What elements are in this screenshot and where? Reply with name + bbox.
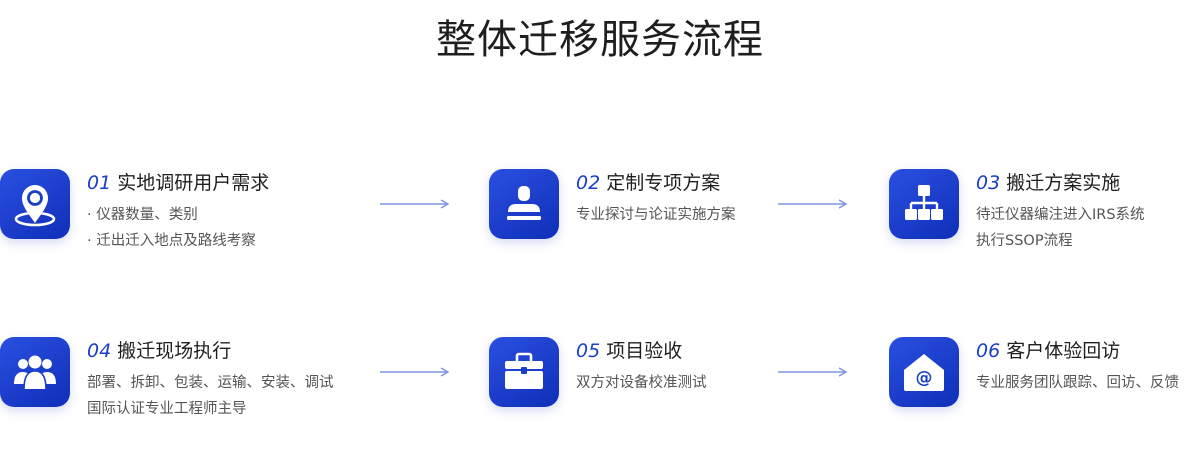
step-description: · 仪器数量、类别 · 迁出迁入地点及路线考察 bbox=[87, 202, 256, 254]
step-desc-line: 专业服务团队跟踪、回访、反馈 bbox=[976, 375, 1179, 391]
page-title: 整体迁移服务流程 bbox=[436, 17, 764, 63]
step-number: 06 bbox=[976, 340, 1001, 362]
step-title: 搬迁方案实施 bbox=[1006, 172, 1121, 194]
step-desc-line: · 仪器数量、类别 bbox=[87, 207, 198, 223]
step-desc-line: · 迁出迁入地点及路线考察 bbox=[87, 233, 256, 249]
step-number: 05 bbox=[576, 340, 601, 362]
step-desc-line: 国际认证专业工程师主导 bbox=[87, 401, 247, 417]
arrow-right-icon bbox=[778, 367, 848, 377]
step-desc-line: 待迁仪器编注进入IRS系统 bbox=[976, 207, 1145, 223]
sitemap-icon bbox=[889, 169, 959, 239]
step-description: 部署、拆卸、包装、运输、安装、调试 国际认证专业工程师主导 bbox=[87, 370, 334, 422]
step-number: 04 bbox=[87, 340, 112, 362]
step-description: 双方对设备校准测试 bbox=[576, 370, 707, 396]
step-description: 专业探讨与论证实施方案 bbox=[576, 202, 736, 228]
step-title: 搬迁现场执行 bbox=[117, 340, 232, 362]
step-desc-line: 执行SSOP流程 bbox=[976, 233, 1073, 249]
stamp-icon bbox=[489, 169, 559, 239]
step-title: 客户体验回访 bbox=[1006, 340, 1121, 362]
arrow-right-icon bbox=[778, 199, 848, 209]
step-desc-line: 专业探讨与论证实施方案 bbox=[576, 207, 736, 223]
step-description: 待迁仪器编注进入IRS系统 执行SSOP流程 bbox=[976, 202, 1145, 254]
step-title: 项目验收 bbox=[606, 340, 683, 362]
arrow-right-icon bbox=[380, 367, 450, 377]
team-icon bbox=[0, 337, 70, 407]
step-title: 实地调研用户需求 bbox=[117, 172, 270, 194]
step-number: 02 bbox=[576, 172, 601, 194]
step-desc-line: 双方对设备校准测试 bbox=[576, 375, 707, 391]
step-description: 专业服务团队跟踪、回访、反馈 bbox=[976, 370, 1179, 396]
step-number: 01 bbox=[87, 172, 112, 194]
arrow-right-icon bbox=[380, 199, 450, 209]
briefcase-icon bbox=[489, 337, 559, 407]
location-pin-icon bbox=[0, 169, 70, 239]
step-desc-line: 部署、拆卸、包装、运输、安装、调试 bbox=[87, 375, 334, 391]
svg-text:@: @ bbox=[916, 368, 933, 388]
email-at-icon: @ bbox=[889, 337, 959, 407]
step-number: 03 bbox=[976, 172, 1001, 194]
step-title: 定制专项方案 bbox=[606, 172, 721, 194]
